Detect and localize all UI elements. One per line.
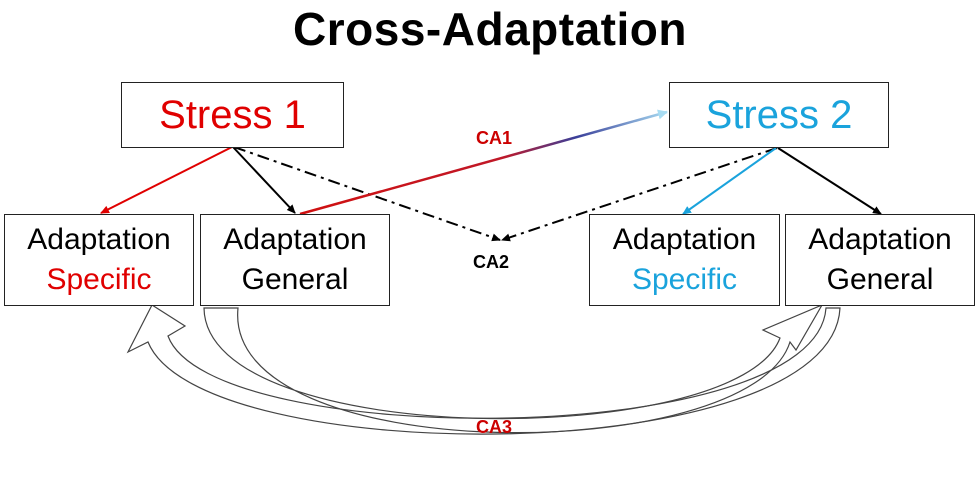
ca1-label: CA1 [476, 128, 513, 148]
adaptation-general-box-2: Adaptation General [785, 214, 975, 306]
adaptation-label: Adaptation [27, 223, 171, 256]
stress2-box: Stress 2 [669, 82, 889, 148]
stress1-box: Stress 1 [121, 82, 344, 148]
arrow-stress1-ca2 [233, 146, 501, 242]
adaptation-label: Adaptation [223, 223, 367, 256]
arrow-stress2-specific [682, 147, 777, 215]
adaptation-type-label: General [241, 263, 349, 296]
arrow-stress1-general [232, 146, 296, 214]
arrow-stress2-ca2 [501, 147, 778, 242]
adaptation-label: Adaptation [808, 223, 952, 256]
ca3-arrow-right [203, 303, 824, 434]
ca3-label: CA3 [476, 417, 513, 437]
diagram-title: Cross-Adaptation [293, 3, 687, 55]
adaptation-label: Adaptation [612, 223, 757, 256]
adaptation-specific-box-1: Adaptation Specific [4, 214, 194, 306]
adaptation-specific-box-2: Adaptation Specific [589, 214, 780, 306]
arrow-ca1 [299, 109, 668, 216]
ca3-arrow-left [126, 304, 841, 435]
adaptation-type-label: Specific [631, 263, 738, 296]
adaptation-general-box-1: Adaptation General [200, 214, 390, 306]
stress2-label: Stress 2 [705, 92, 853, 137]
ca2-label: CA2 [473, 252, 510, 272]
adaptation-type-label: Specific [46, 263, 152, 296]
stress1-label: Stress 1 [159, 92, 306, 137]
arrow-stress1-specific [100, 146, 233, 214]
arrow-stress2-general [777, 147, 882, 215]
adaptation-type-label: General [826, 263, 934, 296]
